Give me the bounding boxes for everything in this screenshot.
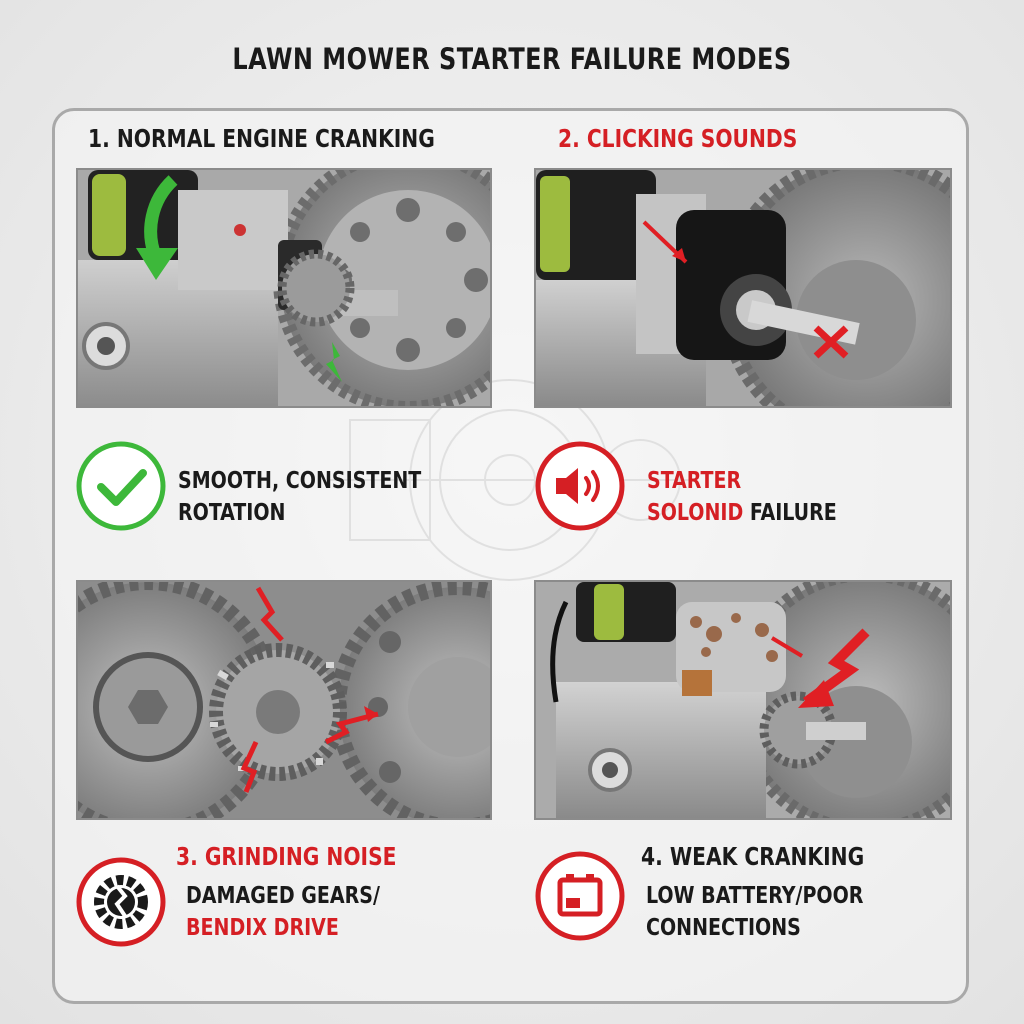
speaker-sound-icon [535,441,625,531]
panel-2-description: STARTER SOLONID FAILURE [647,465,837,529]
broken-gear-icon [76,857,166,947]
panel-2-desc-word-solonid: SOLONID [647,500,744,526]
page-title: LAWN MOWER STARTER FAILURE MODES [232,42,792,76]
panel-4-photo [534,580,952,820]
panel-2-heading: 2. CLICKING SOUNDS [558,124,798,153]
battery-icon [535,851,625,941]
panel-3-desc-line1: DAMAGED GEARS/ [186,883,380,909]
panel-1-desc-line1: SMOOTH, CONSISTENT [178,468,422,494]
panel-2-desc-word-failure: FAILURE [743,500,837,526]
panel-1-desc-line2: ROTATION [178,500,286,526]
panel-4-heading: 4. WEAK CRANKING [641,842,865,871]
panel-2-desc-line1: STARTER [647,468,742,494]
panel-4-desc-line1: LOW BATTERY/POOR [646,883,864,909]
panel-4-description: LOW BATTERY/POOR CONNECTIONS [646,880,863,944]
panel-2-photo [534,168,952,408]
panel-2-desc-line2: SOLONID FAILURE [647,497,837,529]
panel-1-heading: 1. NORMAL ENGINE CRANKING [88,124,435,153]
panel-3-photo [76,580,492,820]
panel-3-description: DAMAGED GEARS/ BENDIX DRIVE [186,880,380,944]
panel-4-desc-line2: CONNECTIONS [646,915,801,941]
panel-1-description: SMOOTH, CONSISTENT ROTATION [178,465,421,529]
panel-1-photo [76,168,492,408]
checkmark-icon [76,441,166,531]
panel-3-desc-line2: BENDIX DRIVE [186,915,339,941]
panel-3-heading: 3. GRINDING NOISE [176,842,397,871]
